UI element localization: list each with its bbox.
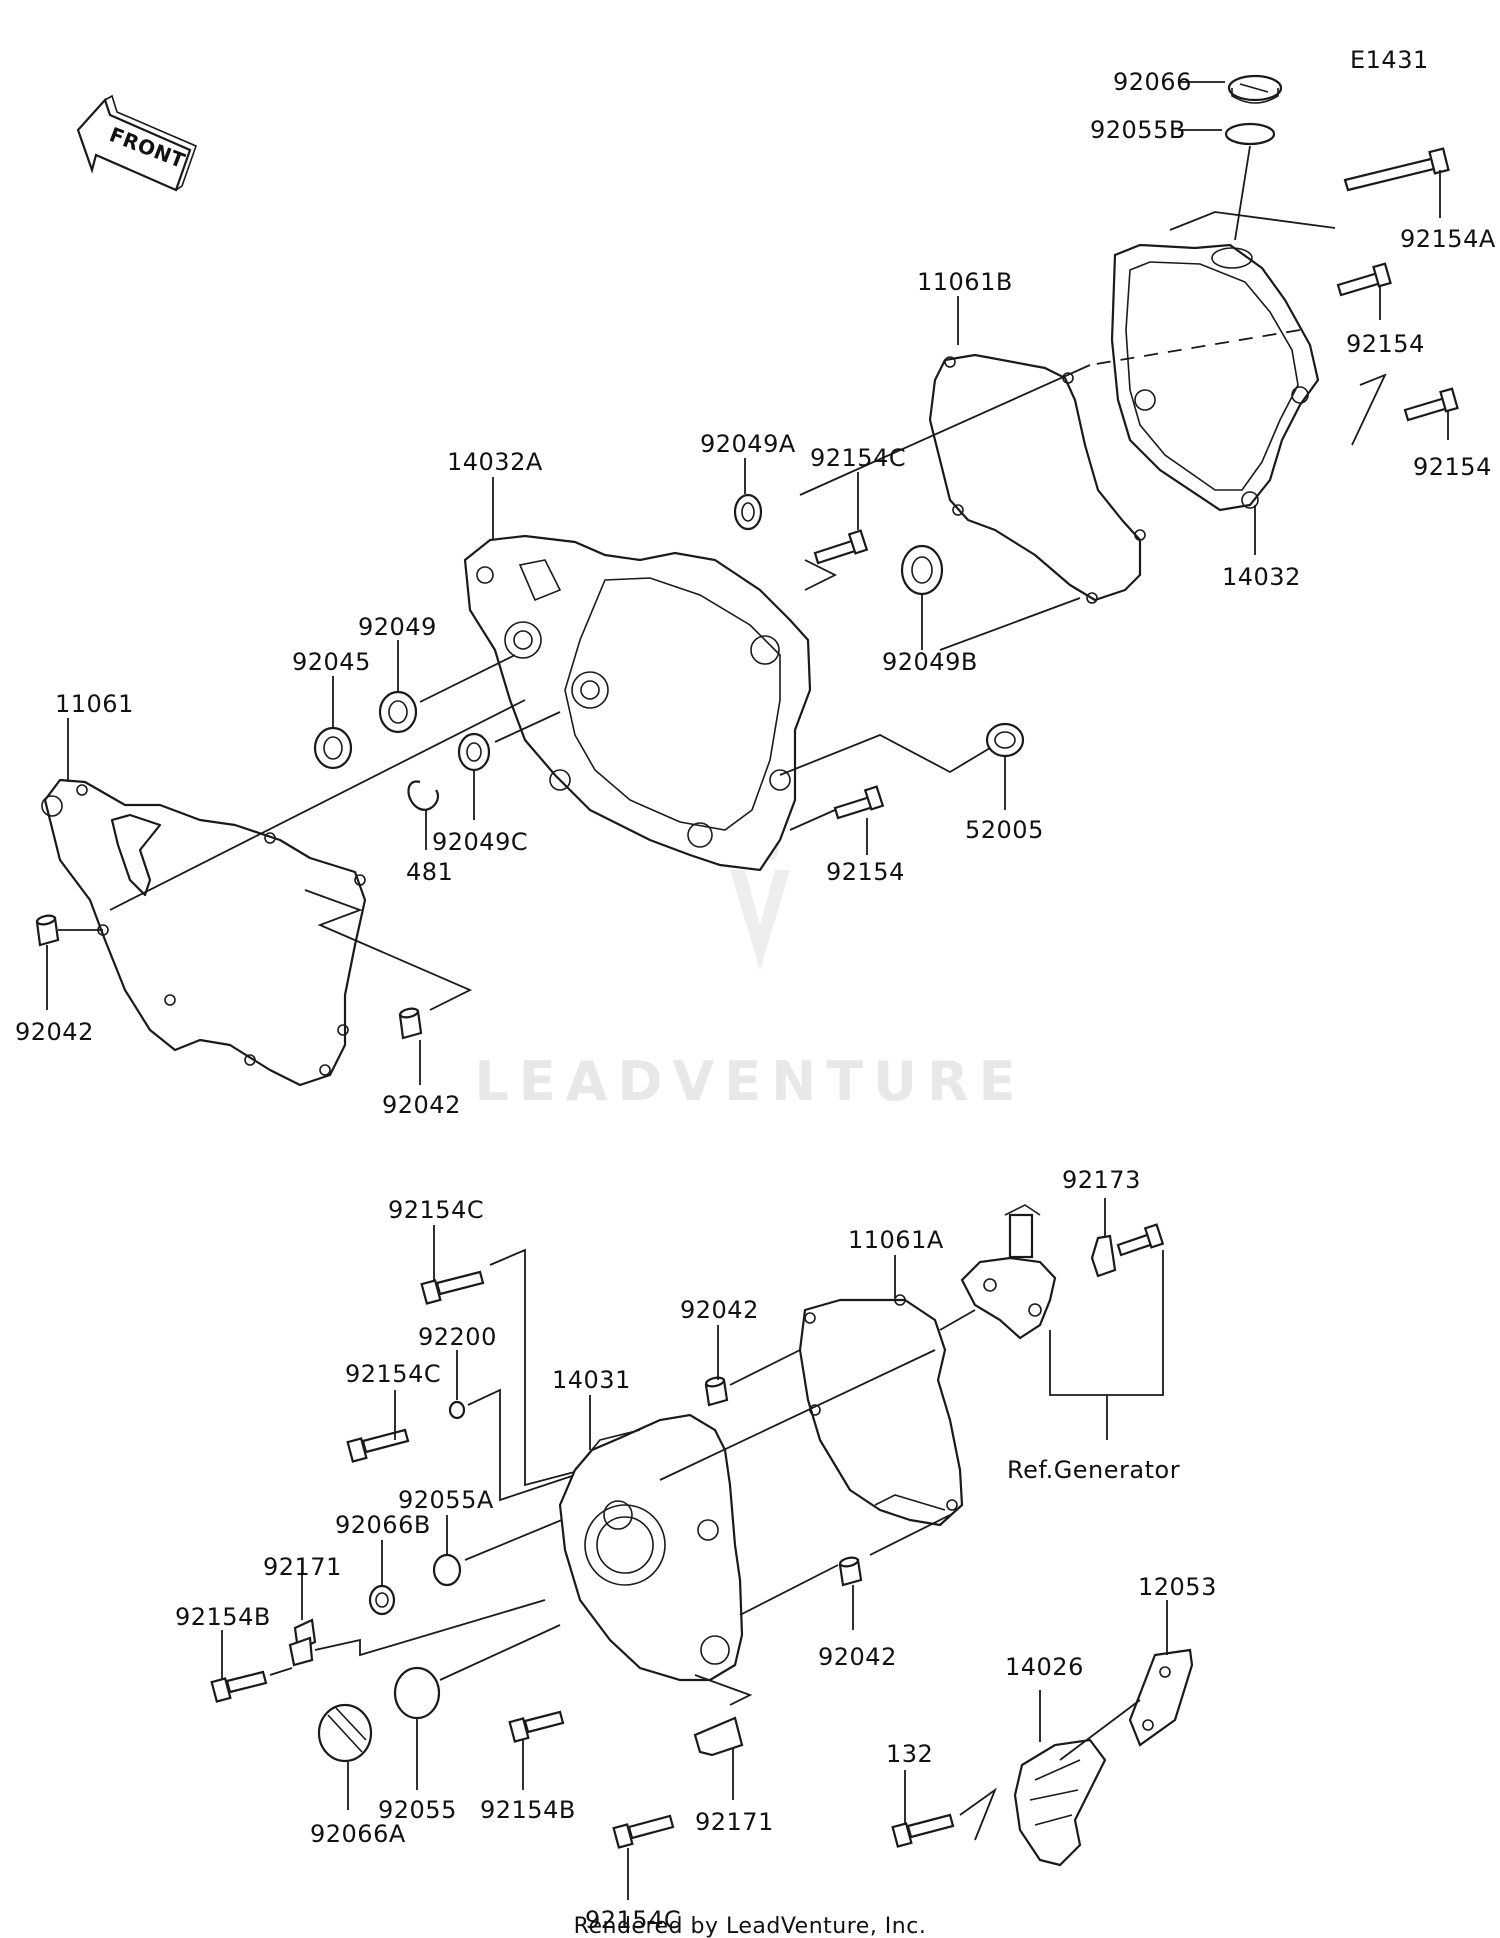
label-92154C-b2: 92154C: [345, 1360, 441, 1388]
label-92055A: 92055A: [398, 1486, 494, 1514]
label-92042-left: 92042: [15, 1018, 94, 1046]
plug-92066A: [317, 1703, 373, 1763]
part-labels: 92066 92055B 92154A 11061B 92154 92154 9…: [15, 68, 1496, 1934]
dowel-pin-92042-mid: [398, 1007, 423, 1040]
label-14031: 14031: [552, 1366, 631, 1394]
bracket-12053: [1128, 1648, 1194, 1747]
plug-92066B: [368, 1584, 396, 1616]
label-92055B: 92055B: [1090, 116, 1186, 144]
label-92154C-top: 92154C: [810, 444, 906, 472]
label-92154B-left: 92154B: [175, 1603, 271, 1631]
clutch-cover-14032A: [463, 534, 812, 872]
label-481: 481: [406, 858, 453, 886]
cover-14031: [558, 1413, 744, 1682]
bolt-92154C-b1: [420, 1270, 485, 1305]
generator-pickup: [960, 1204, 1057, 1340]
bolt-92154B-mid: [508, 1710, 565, 1743]
chain-guard-14026: [1013, 1738, 1107, 1867]
gasket-11061B: [928, 353, 1146, 604]
dowel-pin-92042-b1: [704, 1376, 729, 1407]
oil-seal-92049A: [733, 493, 763, 531]
bolt-92154C-b3: [612, 1814, 675, 1849]
label-92049A: 92049A: [700, 430, 796, 458]
label-92049B: 92049B: [882, 648, 978, 676]
o-ring-92055: [393, 1666, 441, 1720]
label-92154A: 92154A: [1400, 225, 1496, 253]
label-92171-left: 92171: [263, 1553, 342, 1581]
bolt-92154A: [1343, 147, 1450, 192]
label-14026: 14026: [1005, 1653, 1084, 1681]
oil-seal-92049C: [457, 732, 491, 772]
label-92042-mid: 92042: [382, 1091, 461, 1119]
gasket-11061A: [798, 1294, 964, 1527]
label-92045: 92045: [292, 648, 371, 676]
bolt-92154-mid: [833, 785, 885, 820]
bolt-92154-right-1: [1336, 262, 1392, 297]
dowel-pin-92042-left: [35, 914, 60, 947]
label-92154B-mid: 92154B: [480, 1796, 576, 1824]
label-92066: 92066: [1113, 68, 1192, 96]
label-92055: 92055: [378, 1796, 457, 1824]
oil-seal-92049B: [900, 544, 944, 596]
label-92049: 92049: [358, 613, 437, 641]
oil-seal-92049: [378, 690, 418, 734]
label-14032: 14032: [1222, 563, 1301, 591]
label-92066A: 92066A: [310, 1820, 406, 1848]
label-92154C-b3: 92154C: [585, 1906, 681, 1934]
label-11061A: 11061A: [848, 1226, 944, 1254]
label-14032A: 14032A: [447, 448, 543, 476]
front-arrow-icon: FRONT: [76, 94, 198, 192]
label-92154-r1: 92154: [1346, 330, 1425, 358]
bolt-92154B-left: [210, 1670, 268, 1703]
label-92200: 92200: [418, 1323, 497, 1351]
o-ring-92055A: [432, 1553, 462, 1587]
diagram-code: E1431: [1350, 46, 1429, 74]
clamp-92173: [1090, 1234, 1117, 1278]
circlip-481: [407, 780, 439, 811]
dowel-pin-92042-b2: [838, 1556, 863, 1587]
bearing-92045: [313, 726, 353, 770]
footer-credit: Rendered by LeadVenture, Inc.: [574, 1914, 927, 1938]
label-92154-mid: 92154: [826, 858, 905, 886]
bolt-92154C-b2: [346, 1428, 410, 1463]
washer-92200: [448, 1400, 466, 1420]
oil-filler-cap-92066: [1227, 74, 1283, 104]
bolt-generator: [1116, 1223, 1165, 1257]
label-92171-mid: 92171: [695, 1808, 774, 1836]
o-ring-92055B: [1224, 122, 1276, 146]
oil-seal-52005: [985, 722, 1025, 758]
label-92042-b2: 92042: [818, 1643, 897, 1671]
clamp-92171-mid: [693, 1716, 744, 1757]
clamp-92171-left: [288, 1618, 317, 1667]
label-12053: 12053: [1138, 1573, 1217, 1601]
label-92042-b1: 92042: [680, 1296, 759, 1324]
label-52005: 52005: [965, 816, 1044, 844]
watermark-text: LEADVENTURE: [475, 1050, 1026, 1113]
label-132: 132: [886, 1740, 933, 1768]
label-92049C: 92049C: [432, 828, 528, 856]
label-11061: 11061: [55, 690, 134, 718]
label-92154-r2: 92154: [1413, 453, 1492, 481]
label-92154C-b1: 92154C: [388, 1196, 484, 1224]
clutch-cover-14032: [1110, 243, 1320, 512]
bolt-92154-right-2: [1403, 387, 1459, 422]
label-11061B: 11061B: [917, 268, 1013, 296]
gasket-11061: [41, 778, 367, 1087]
label-92066B: 92066B: [335, 1511, 431, 1539]
bolt-92154C-top: [813, 529, 869, 565]
label-ref-generator: Ref.Generator: [1007, 1456, 1180, 1484]
bolt-132: [891, 1813, 955, 1848]
label-92173: 92173: [1062, 1166, 1141, 1194]
